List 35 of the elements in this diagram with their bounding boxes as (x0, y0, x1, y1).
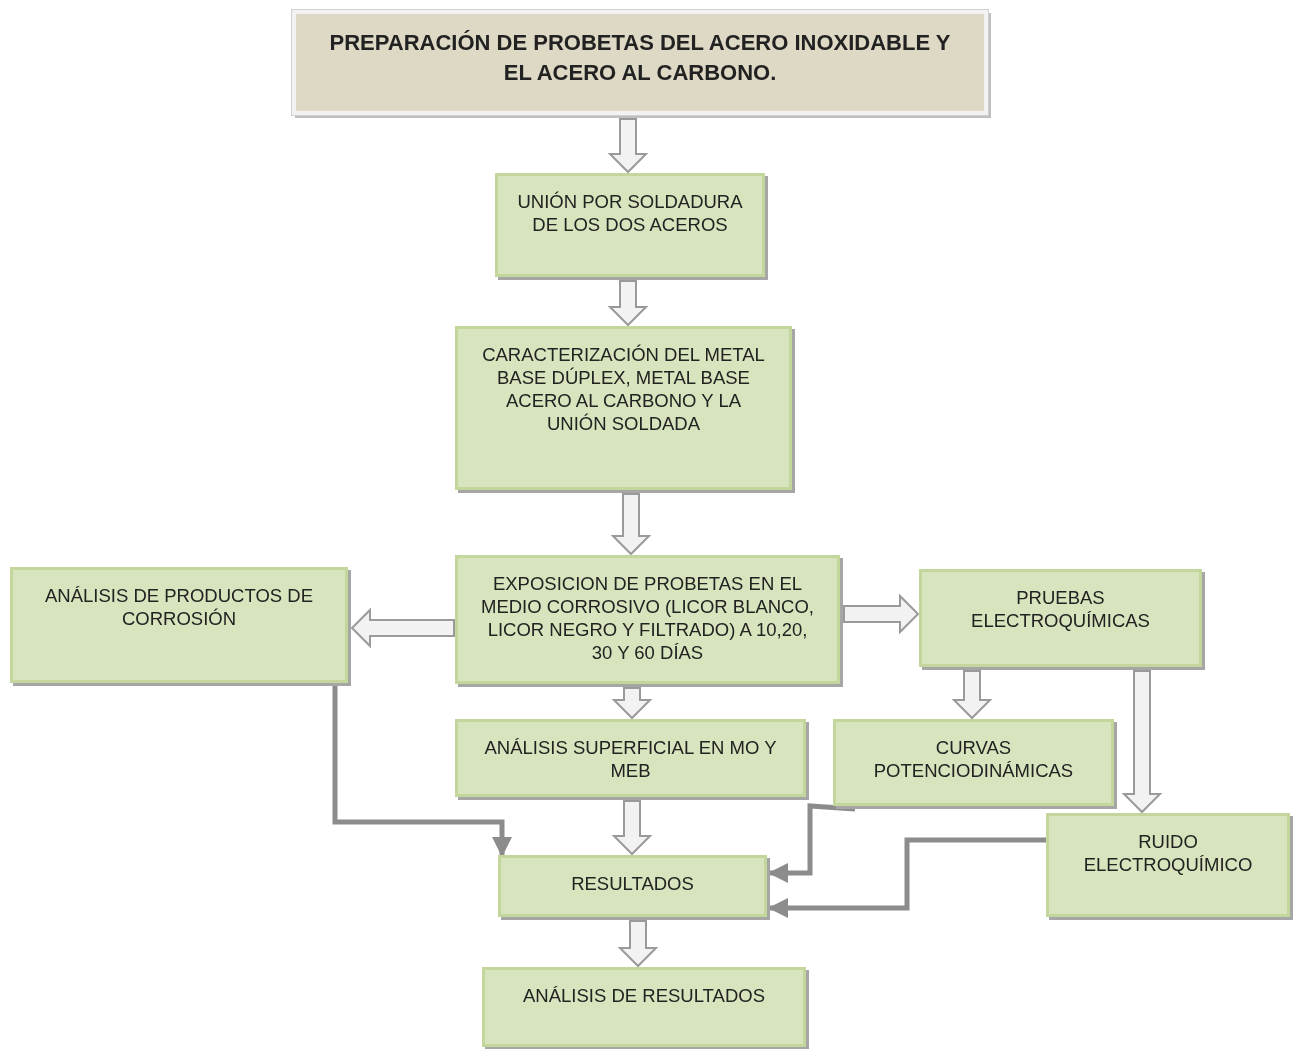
process-box (455, 326, 792, 490)
block-arrow (617, 920, 659, 968)
process-box (498, 855, 767, 917)
connector-arrow (768, 803, 856, 883)
box-text: ANÁLISIS SUPERFICIAL EN MO Y MEB (483, 736, 778, 782)
process-box (919, 569, 1202, 667)
process-box (455, 719, 806, 797)
process-box (833, 719, 1114, 806)
connector-arrow (768, 837, 1046, 918)
block-arrow (611, 687, 653, 720)
block-arrow (951, 670, 993, 720)
box-text: EXPOSICION DE PROBETAS EN EL MEDIO CORROSIVO (LICOR BLANCO, LICOR NEGRO Y FILTRADO) A 10,20, 30 Y 60 DÍAS (479, 572, 815, 664)
box-text: ANÁLISIS DE PRODUCTOS DE CORROSIÓN (44, 584, 314, 630)
box-text: RESULTADOS (571, 872, 694, 895)
block-arrow (350, 607, 455, 649)
block-arrow (610, 493, 652, 556)
box-text: CURVAS POTENCIODINÁMICAS (872, 736, 1075, 782)
connector-arrow (332, 686, 512, 857)
block-arrow (607, 280, 649, 327)
box-text: PRUEBAS ELECTROQUÍMICAS (970, 586, 1151, 632)
title-box (292, 10, 988, 115)
box-text: UNIÓN POR SOLDADURA DE LOS DOS ACEROS (516, 190, 744, 236)
box-text: RUIDO ELECTROQUÍMICO (1082, 830, 1254, 876)
process-box (10, 567, 348, 683)
block-arrow (611, 800, 653, 856)
process-box (482, 967, 806, 1047)
box-text: CARACTERIZACIÓN DEL METAL BASE DÚPLEX, METAL BASE ACERO AL CARBONO Y LA UNIÓN SOLDADA (481, 343, 766, 435)
box-text: ANÁLISIS DE RESULTADOS (523, 984, 765, 1007)
process-box (1046, 813, 1290, 917)
block-arrow (607, 118, 649, 174)
process-box (495, 173, 765, 277)
block-arrow (843, 593, 920, 635)
process-box (455, 555, 840, 684)
block-arrow (1121, 670, 1163, 814)
box-text: PREPARACIÓN DE PROBETAS DEL ACERO INOXIDABLE Y EL ACERO AL CARBONO. (328, 29, 952, 87)
